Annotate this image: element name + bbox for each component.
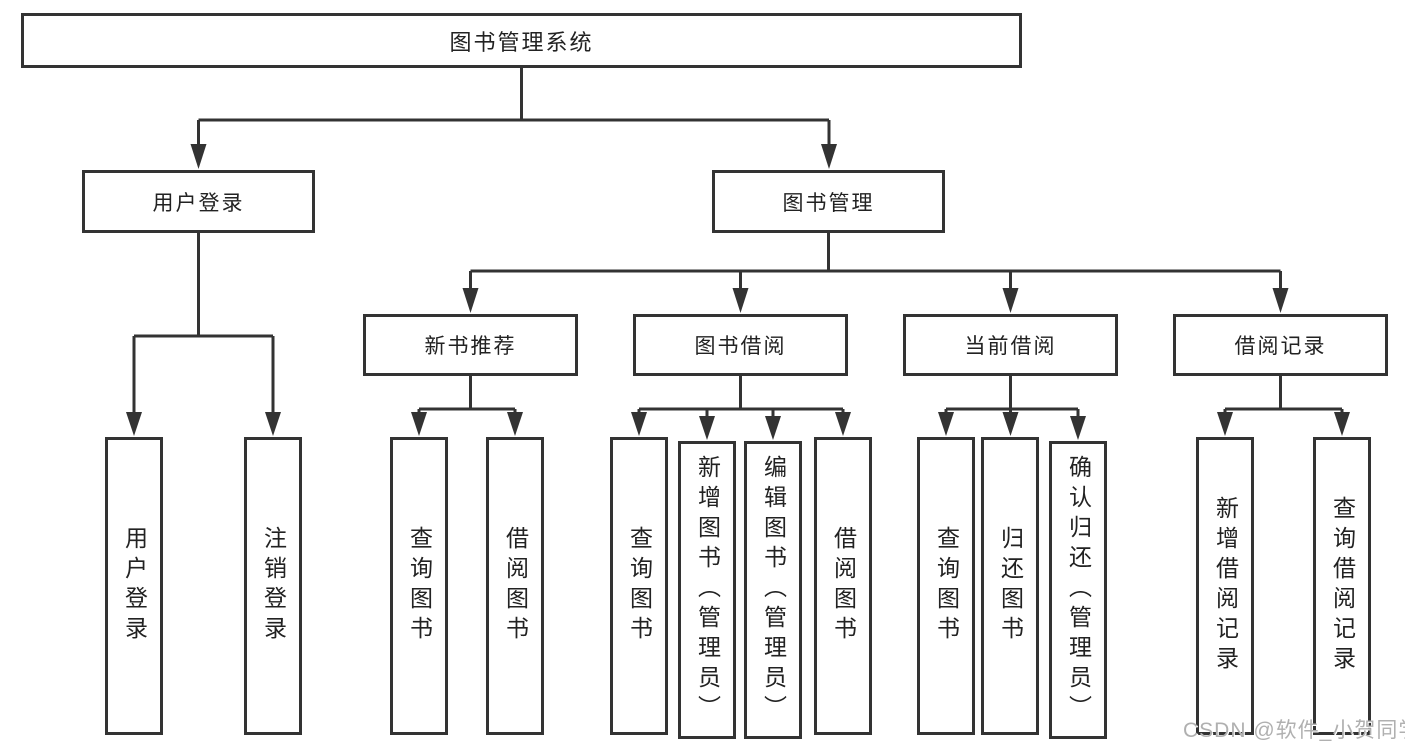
leaf-query-books-borrowing: 查询图书	[610, 437, 668, 735]
node-label: 查询借阅记录	[1329, 496, 1356, 676]
node-label: 借阅图书	[502, 526, 529, 646]
node-label: 新书推荐	[424, 335, 517, 358]
node-label: 借阅图书	[830, 526, 857, 646]
node-label: 用户登录	[121, 526, 148, 646]
node-label: 新增借阅记录	[1212, 496, 1239, 676]
node-label: 注销登录	[260, 526, 287, 646]
csdn-watermark: CSDN @软件_小贺同学	[1183, 719, 1405, 742]
leaf-query-books-recommend: 查询图书	[390, 437, 448, 735]
leaf-borrow-books-borrowing: 借阅图书	[814, 437, 872, 735]
leaf-user-login: 用户登录	[105, 437, 163, 735]
node-label: 用户登录	[152, 191, 245, 215]
leaf-logout: 注销登录	[244, 437, 302, 735]
node-current-borrowing: 当前借阅	[903, 314, 1118, 376]
leaf-edit-books-admin: 编辑图书（管理员）	[744, 441, 802, 739]
node-label: 查询图书	[933, 526, 960, 646]
node-label: 编辑图书（管理员）	[760, 455, 787, 725]
node-label: 图书管理	[782, 191, 875, 215]
node-label: 查询图书	[406, 526, 433, 646]
node-label: 图书管理系统	[449, 29, 594, 55]
leaf-borrow-books-recommend: 借阅图书	[486, 437, 544, 735]
node-library-system: 图书管理系统	[21, 13, 1022, 68]
node-user-login: 用户登录	[82, 170, 315, 233]
node-label: 查询图书	[626, 526, 653, 646]
node-label: 图书借阅	[694, 335, 787, 358]
leaf-query-books-current: 查询图书	[917, 437, 975, 735]
leaf-add-books-admin: 新增图书（管理员）	[678, 441, 736, 739]
node-label: 确认归还（管理员）	[1065, 455, 1092, 725]
leaf-confirm-return-admin: 确认归还（管理员）	[1049, 441, 1107, 739]
node-book-management: 图书管理	[712, 170, 945, 233]
leaf-return-books: 归还图书	[981, 437, 1039, 735]
node-label: 当前借阅	[964, 335, 1057, 358]
node-label: 归还图书	[997, 526, 1024, 646]
leaf-query-borrow-record: 查询借阅记录	[1313, 437, 1371, 735]
node-label: 新增图书（管理员）	[694, 455, 721, 725]
leaf-add-borrow-record: 新增借阅记录	[1196, 437, 1254, 735]
node-new-book-recommend: 新书推荐	[363, 314, 578, 376]
node-book-borrowing: 图书借阅	[633, 314, 848, 376]
node-label: 借阅记录	[1234, 335, 1327, 358]
node-borrow-records: 借阅记录	[1173, 314, 1388, 376]
